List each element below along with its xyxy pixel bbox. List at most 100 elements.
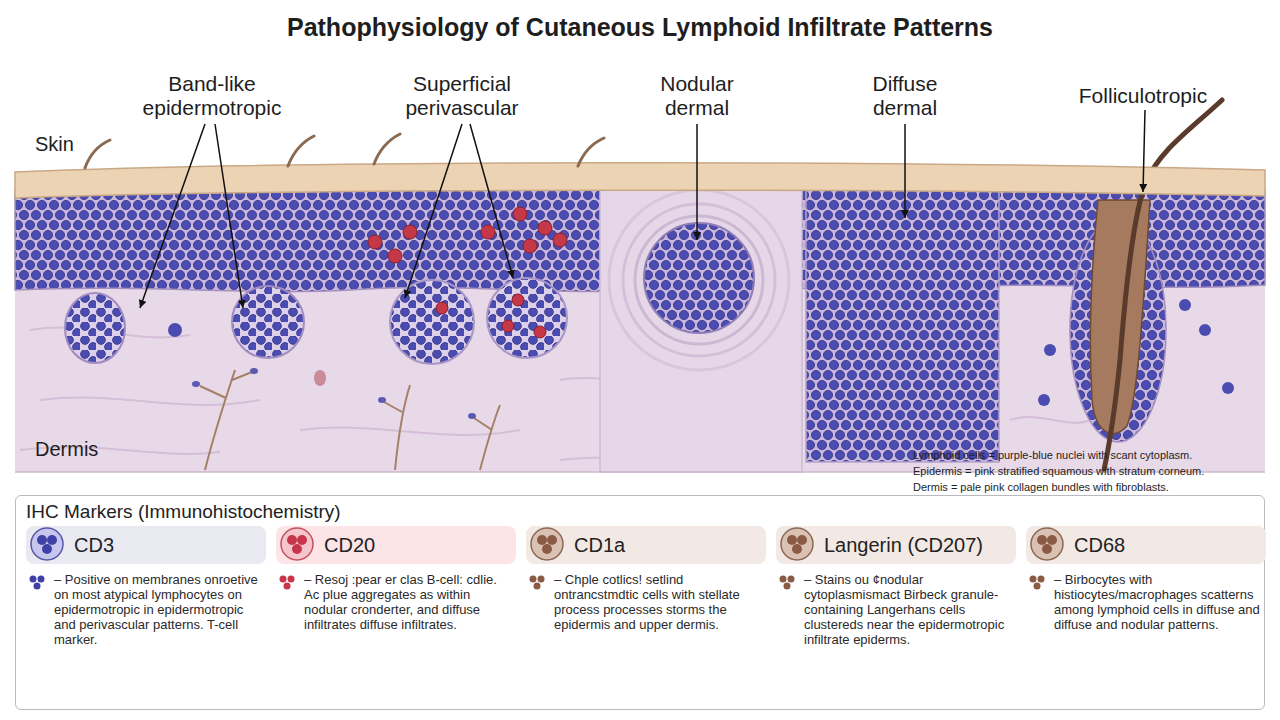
marker-description: – Stains ou ¢nodular cytoplasmismact Bir… (776, 572, 1016, 647)
pattern-label: Superficial perivascular (392, 72, 532, 120)
icon-dot (38, 576, 45, 583)
layer-label: Dermis (35, 437, 155, 461)
b-cell (512, 294, 524, 306)
icon-dot (542, 544, 552, 554)
diagram-title: Pathophysiology of Cutaneous Lymphoid In… (0, 12, 1280, 42)
fibroblast (468, 413, 476, 419)
fibroblast (192, 381, 200, 387)
pattern-label: Folliculotropic (1048, 84, 1238, 108)
pattern-label: Nodular dermal (647, 72, 747, 120)
icon-dot (1038, 576, 1045, 583)
panel-heading: IHC Markers (Immunohistochemistry) (26, 501, 341, 523)
icon-dot (297, 535, 307, 545)
nucleus (1179, 299, 1191, 311)
concentric-ring (609, 190, 789, 370)
marker-description: – Birbocytes with histiocytes/macrophage… (1026, 572, 1266, 632)
b-cell (388, 249, 402, 263)
b-cell (534, 326, 546, 338)
icon-dot (292, 544, 302, 554)
fibroblast-process (200, 370, 500, 470)
marker-name: CD1a (526, 526, 766, 564)
stratum-corneum (15, 163, 1265, 198)
marker-name: Langerin (CD207) (776, 526, 1016, 564)
legend-note: Epidermis = pink stratified squamous wit… (913, 465, 1263, 478)
marker-card: CD3 – Positive on membranes onroetive on … (26, 526, 266, 701)
b-cell (368, 235, 382, 249)
nucleus (1038, 394, 1050, 406)
legend-note: Lymphoid cells = purple-blue nuclei with… (913, 449, 1263, 462)
nucleus (1199, 324, 1211, 336)
marker-name: CD68 (1026, 526, 1266, 564)
band-cluster (232, 286, 304, 358)
marker-icon (281, 528, 313, 560)
marker-name: CD3 (26, 526, 266, 564)
marker-icon (531, 528, 563, 560)
icon-dot (1042, 544, 1052, 554)
b-cell (502, 320, 514, 332)
icon-dot (780, 576, 787, 583)
leader-arrow (696, 124, 698, 240)
marker-icon (781, 528, 813, 560)
b-cell (436, 302, 448, 314)
icon-dot (1030, 576, 1037, 583)
icon-dot (792, 544, 802, 554)
fibroblast (378, 397, 386, 403)
icon-dot (1047, 535, 1057, 545)
lymphoid-nodule (644, 223, 754, 333)
pattern-label: Diffuse dermal (855, 72, 955, 120)
marker-card: CD68 – Birbocytes with histiocytes/macrop… (1026, 526, 1266, 701)
marker-description: – Chple cotlics! setlind ontrancstmdtic … (526, 572, 766, 632)
b-cell (481, 225, 495, 239)
ihc-panel: IHC Markers (Immunohistochemistry) CD3 – P… (15, 495, 1265, 710)
marker-description: – Positive on membranes onroetive on mos… (26, 572, 266, 647)
marker-name: CD20 (276, 526, 516, 564)
marker-icon (31, 528, 63, 560)
icon-dot (534, 583, 541, 590)
icon-dot (288, 576, 295, 583)
hair-shaft (1104, 100, 1222, 470)
icon-dot (788, 576, 795, 583)
nucleus (168, 323, 182, 337)
hair-follicle (1090, 200, 1150, 434)
icon-dot (797, 535, 807, 545)
icon-dot (530, 576, 537, 583)
icon-dot (30, 576, 37, 583)
nucleus (1222, 382, 1234, 394)
marker-icon (1031, 528, 1063, 560)
icon-dot (34, 583, 41, 590)
leader-arrow (1143, 110, 1145, 192)
icon-dot (42, 544, 52, 554)
band-cluster (65, 293, 125, 363)
leader-arrow (405, 124, 462, 298)
leader-arrow (140, 124, 205, 308)
marker-description: – Resoj :pear er clas B-cell: cdlie. Ac … (276, 572, 516, 632)
icon-dot (1034, 583, 1041, 590)
marker-card: Langerin (CD207) – Stains ou ¢nodular cyt… (776, 526, 1016, 701)
b-cell (513, 207, 527, 221)
pattern-label: Band-like epidermotropic (127, 72, 297, 120)
concentric-ring (623, 204, 775, 356)
layer-label: Skin (35, 132, 155, 156)
icon-dot (537, 535, 547, 545)
marker-card: CD1a – Chple cotlics! setlind ontrancstmd… (526, 526, 766, 701)
diffuse-infiltrate (806, 190, 999, 462)
icon-dot (280, 576, 287, 583)
b-cell (523, 239, 537, 253)
surface-hair (85, 134, 604, 168)
leader-arrow (904, 124, 906, 218)
perivascular-cuff (390, 280, 474, 364)
icon-dot (287, 535, 297, 545)
concentric-ring (635, 216, 763, 344)
nucleus (1044, 344, 1056, 356)
icon-dot (1037, 535, 1047, 545)
fibroblast (250, 368, 258, 374)
b-cell (553, 233, 567, 247)
b-cell (403, 225, 417, 239)
icon-dot (47, 535, 57, 545)
leader-arrow (215, 124, 243, 308)
icon-dot (784, 583, 791, 590)
dermis (15, 190, 1265, 472)
b-cell (538, 221, 552, 235)
nodular-section (600, 190, 802, 472)
